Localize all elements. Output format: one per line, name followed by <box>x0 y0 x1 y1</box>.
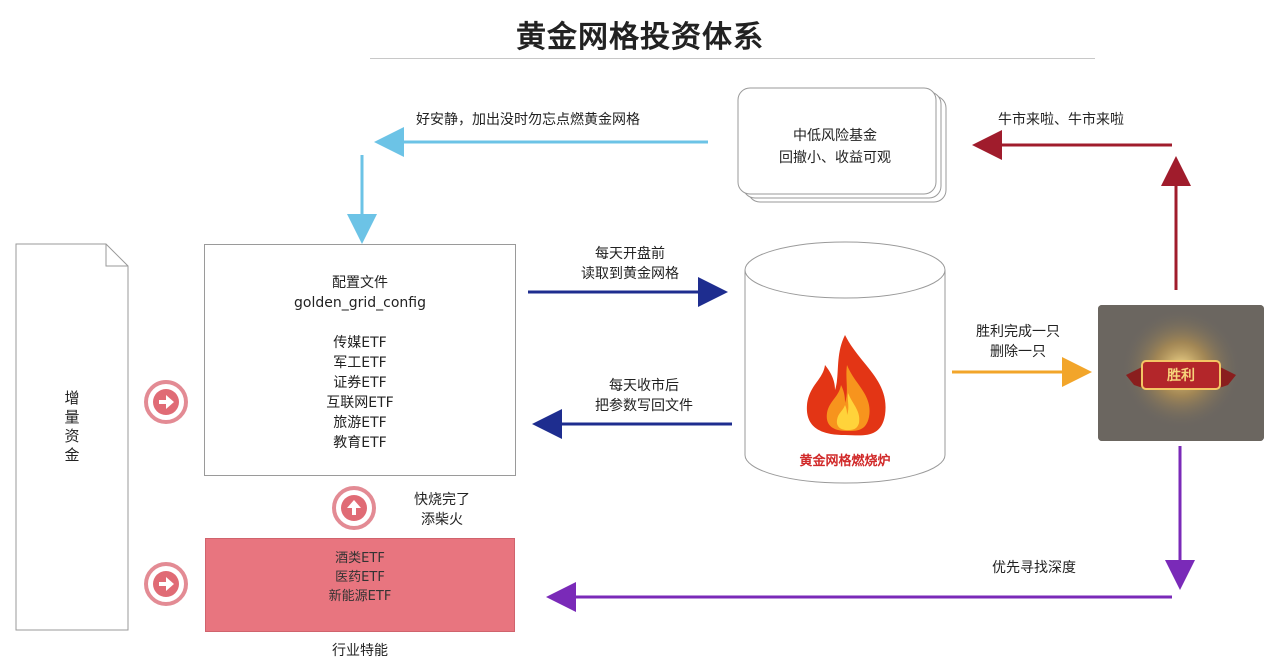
left-doc-label: 增量资金 <box>62 390 81 466</box>
label-to-victory-1: 胜利完成一只 <box>976 324 1060 340</box>
etf-item: 旅游ETF <box>333 415 387 431</box>
config-box: 配置文件 golden_grid_config 传媒ETF 军工ETF 证券ET… <box>204 244 516 476</box>
hot-etf-item: 酒类ETF <box>335 551 385 566</box>
page-title: 黄金网格投资体系 <box>516 20 764 55</box>
right-arrow-circle-icon <box>144 380 188 424</box>
title-divider <box>370 58 1095 59</box>
label-to-cylinder: 每天开盘前 读取到黄金网格 <box>556 244 704 284</box>
label-up-2: 添柴火 <box>421 512 463 528</box>
label-top-right: 牛市来啦、牛市来啦 <box>998 112 1124 128</box>
hot-industry-caption: 行业特能 <box>332 643 388 659</box>
label-up: 快烧完了 添柴火 <box>392 490 492 530</box>
label-to-victory: 胜利完成一只 删除一只 <box>958 322 1078 362</box>
etf-item: 教育ETF <box>333 435 387 451</box>
etf-item: 证券ETF <box>333 375 387 391</box>
label-up-1: 快烧完了 <box>414 492 470 508</box>
victory-banner-icon <box>1098 305 1264 441</box>
flame-icon <box>806 335 886 436</box>
victory-label: 胜利 <box>1167 368 1195 384</box>
fund-box: 中低风险基金 回撤小、收益可观 <box>740 125 930 169</box>
right-arrow-circle-icon <box>144 562 188 606</box>
etf-item: 传媒ETF <box>333 335 387 351</box>
etf-item: 互联网ETF <box>326 395 394 411</box>
label-to-cylinder-2: 读取到黄金网格 <box>581 266 679 282</box>
fund-line-2: 回撤小、收益可观 <box>779 150 891 166</box>
up-arrow-circle-icon <box>332 486 376 530</box>
config-title: 配置文件 <box>332 275 388 291</box>
left-doc: 增量资金 <box>16 390 128 470</box>
hot-industry-box: 酒类ETF 医药ETF 新能源ETF <box>205 538 515 632</box>
hot-etf-item: 医药ETF <box>335 570 385 585</box>
fund-line-1: 中低风险基金 <box>793 128 877 144</box>
fund-card-stack <box>737 87 947 203</box>
label-from-cylinder-1: 每天收市后 <box>609 378 679 394</box>
label-to-victory-2: 删除一只 <box>990 344 1046 360</box>
etf-item: 军工ETF <box>333 355 387 371</box>
hot-etf-item: 新能源ETF <box>328 589 392 604</box>
label-bottom: 优先寻找深度 <box>992 560 1076 576</box>
cylinder-label: 黄金网格燃烧炉 <box>799 454 891 469</box>
label-to-cylinder-1: 每天开盘前 <box>595 246 665 262</box>
label-from-cylinder: 每天收市后 把参数写回文件 <box>570 376 718 416</box>
config-filename: golden_grid_config <box>294 295 426 311</box>
label-from-cylinder-2: 把参数写回文件 <box>595 398 693 414</box>
victory-image: 胜利 <box>1098 305 1264 441</box>
label-top-left: 好安静，加出没时勿忘点燃黄金网格 <box>416 112 640 128</box>
left-doc-outline <box>15 243 129 631</box>
